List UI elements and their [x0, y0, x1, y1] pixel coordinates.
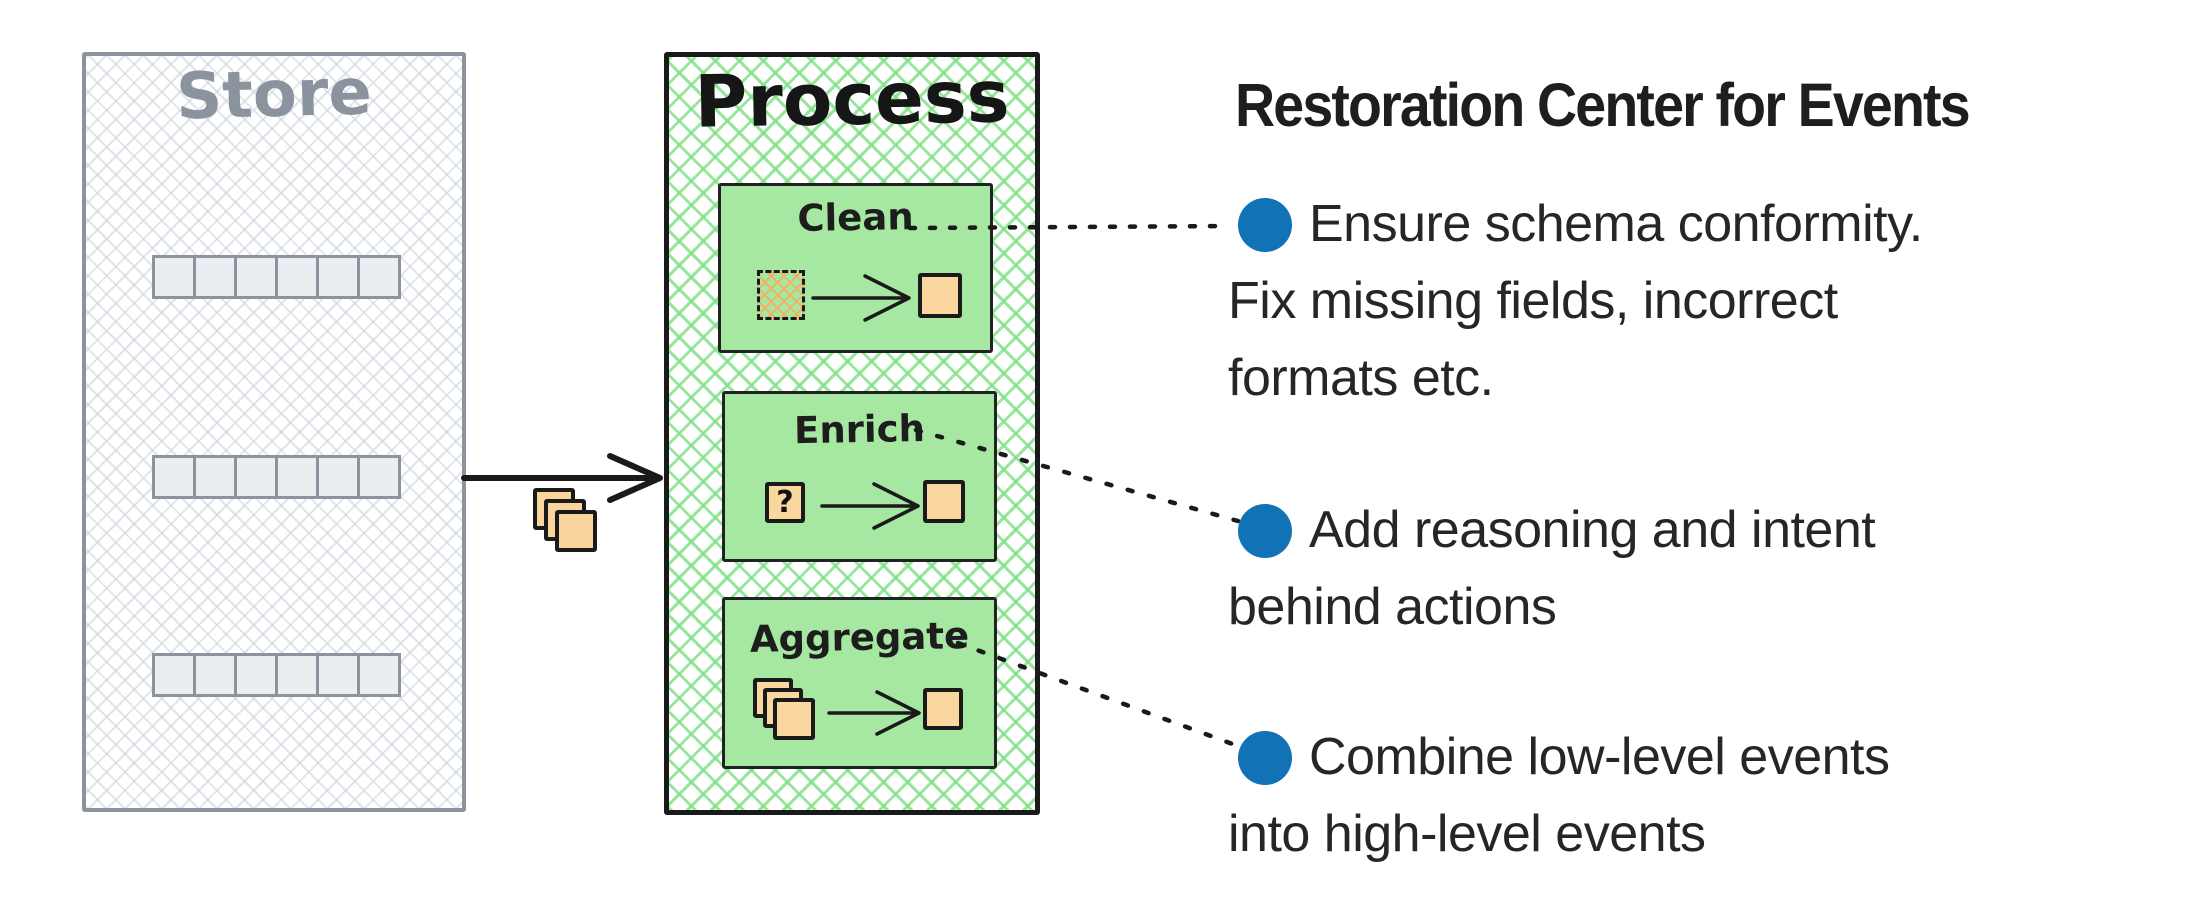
- store-label: Store: [175, 55, 373, 135]
- event-cell: [275, 455, 319, 499]
- step-label-enrich: Enrich: [793, 406, 926, 453]
- step-box-clean: Clean: [718, 183, 993, 353]
- event-square-icon: [923, 688, 963, 730]
- process-label: Process: [693, 54, 1011, 144]
- store-row: [152, 455, 401, 499]
- unknown-event-icon: ?: [765, 482, 805, 523]
- store-to-process-arrow-icon: [461, 453, 663, 503]
- event-square-icon: [918, 273, 962, 318]
- bullet-text: behind actions: [1228, 578, 1557, 636]
- event-stack-icon: [753, 678, 823, 748]
- event-cell: [357, 255, 401, 299]
- store-row: [152, 653, 401, 697]
- bullet-dot-icon: [1238, 504, 1292, 558]
- store-box: Store: [82, 52, 466, 812]
- bullet-dot-icon: [1238, 198, 1292, 252]
- bullet-text: Fix missing fields, incorrect: [1228, 272, 1838, 330]
- bullet-text: Combine low-level events: [1309, 728, 1890, 786]
- process-box: Process Clean Enrich ? Aggregate: [664, 52, 1040, 815]
- event-square-icon: [555, 510, 597, 552]
- store-row: [152, 255, 401, 299]
- event-cell: [316, 255, 360, 299]
- event-cell: [234, 653, 278, 697]
- step-label-clean: Clean: [797, 194, 914, 241]
- bullet-text: Add reasoning and intent: [1309, 501, 1876, 559]
- event-cell: [193, 653, 237, 697]
- event-square-icon: [923, 480, 965, 523]
- event-cell: [152, 255, 196, 299]
- bullet-aggregate: Combine low-level events into high-level…: [1228, 719, 2148, 873]
- event-stack-icon: [533, 488, 623, 568]
- event-cell: [316, 455, 360, 499]
- event-cell: [275, 255, 319, 299]
- event-cell: [275, 653, 319, 697]
- event-cell: [357, 455, 401, 499]
- bullet-text: formats etc.: [1228, 349, 1494, 407]
- arrow-right-icon: [820, 482, 920, 530]
- event-cell: [152, 455, 196, 499]
- event-square-icon: [773, 698, 815, 740]
- event-cell: [152, 653, 196, 697]
- event-cell: [234, 255, 278, 299]
- step-box-aggregate: Aggregate: [722, 597, 997, 769]
- dirty-event-icon: [757, 270, 805, 320]
- bullet-text: into high-level events: [1228, 805, 1706, 863]
- step-box-enrich: Enrich ?: [722, 391, 997, 562]
- bullet-clean: Ensure schema conformity. Fix missing fi…: [1228, 186, 2148, 417]
- event-cell: [316, 653, 360, 697]
- page-title: Restoration Center for Events: [1235, 71, 1971, 139]
- bullet-text: Ensure schema conformity.: [1309, 195, 1923, 253]
- step-label-aggregate: Aggregate: [749, 614, 970, 661]
- event-cell: [193, 455, 237, 499]
- arrow-right-icon: [811, 274, 911, 322]
- arrow-right-icon: [827, 690, 921, 736]
- event-cell: [234, 455, 278, 499]
- event-cell: [193, 255, 237, 299]
- bullet-dot-icon: [1238, 731, 1292, 785]
- bullet-enrich: Add reasoning and intent behind actions: [1228, 492, 2148, 646]
- event-cell: [357, 653, 401, 697]
